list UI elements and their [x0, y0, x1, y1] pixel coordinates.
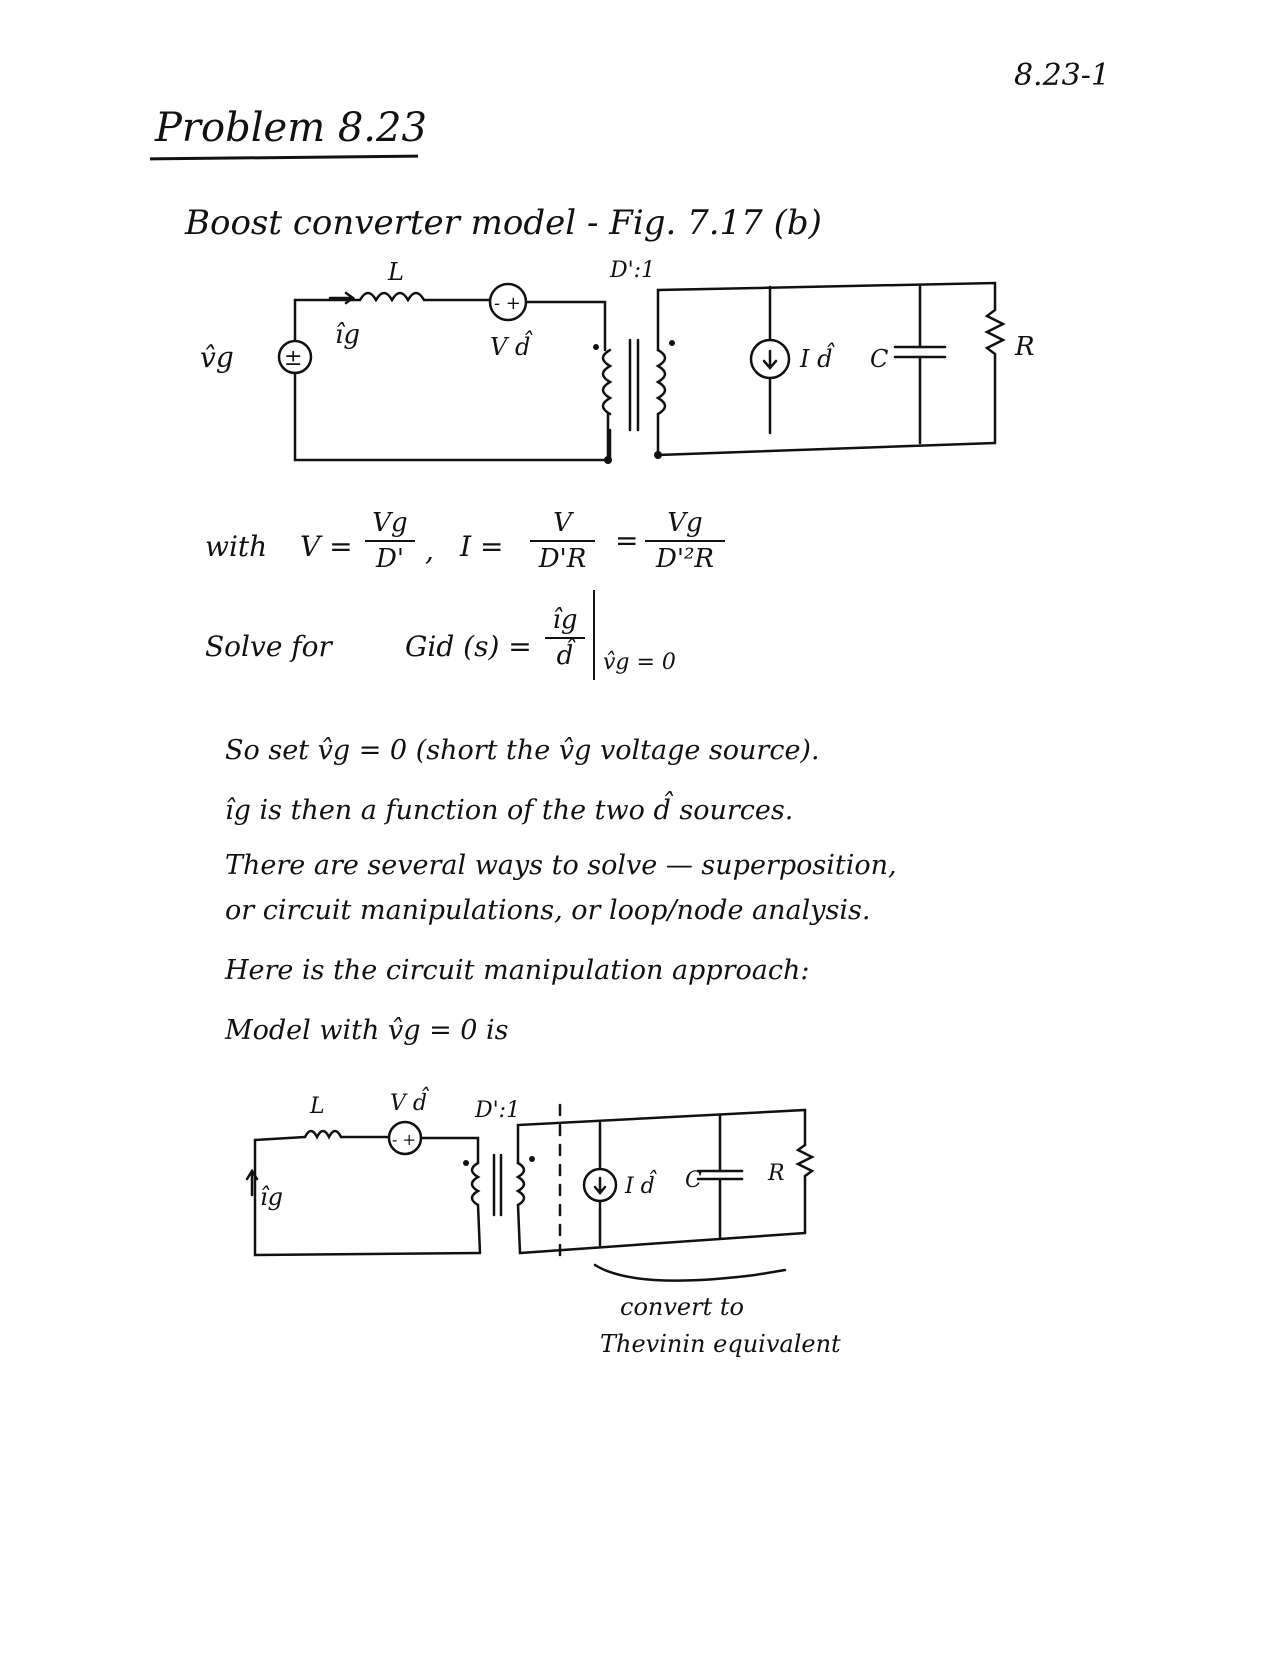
note-line-1: convert to [620, 1293, 744, 1321]
eq2-frac: îg d̂ [545, 605, 585, 671]
model-circuit-vg-zero: L V d̂ D':1 îg - + I d̂ C R [245, 1087, 815, 1282]
c1-vg-polarity: ± [284, 346, 302, 371]
eq2-eval-bar [593, 590, 595, 680]
text-line-5: Here is the circuit manipulation approac… [225, 955, 810, 986]
problem-title: Problem 8.23 [155, 105, 427, 151]
eq1-I2-den: D'²R [656, 544, 714, 574]
text-line-2: îg is then a function of the two d̂ sour… [225, 795, 794, 826]
eq1-V-num: Vg [372, 508, 408, 538]
c1-ratio-label: D':1 [609, 258, 655, 283]
c2-L-label: L [309, 1094, 325, 1119]
equation-1: with V = Vg D' , I = V D'R = Vg D'²R [205, 508, 765, 590]
c1-ig-label: îg [335, 320, 360, 350]
intro-line: Boost converter model - Fig. 7.17 (b) [185, 203, 822, 243]
c1-R-label: R [1014, 332, 1035, 362]
c1-vsrc-sign: - + [494, 293, 521, 314]
text-line-6: Model with v̂g = 0 is [225, 1015, 509, 1046]
boost-converter-circuit: L D':1 v̂g ± îg - + V d̂ I d̂ C R [200, 258, 1035, 464]
c1-L-label: L [387, 258, 404, 286]
eq1-I-bar [530, 540, 595, 542]
eq2-condition: v̂g = 0 [603, 650, 676, 675]
c1-vg-label: v̂g [200, 341, 234, 374]
equation-2: Solve for Gid (s) = îg d̂ v̂g = 0 [205, 590, 725, 700]
eq1-with: with [205, 530, 268, 563]
c2-C-label: C [685, 1168, 702, 1193]
eq1-frac-V: Vg D' [365, 508, 415, 574]
c1-id-label: I d̂ [799, 342, 835, 373]
eq1-V-bar [365, 540, 415, 542]
c1-C-label: C [870, 345, 888, 373]
eq1-I-den: D'R [538, 544, 587, 574]
eq2-num: îg [552, 605, 578, 635]
text-line-1: So set v̂g = 0 (short the v̂g voltage so… [225, 735, 820, 766]
eq1-I-num: V [553, 508, 572, 538]
title-underline [149, 154, 419, 161]
eq1-equals: = [615, 524, 639, 557]
c2-ratio-label: D':1 [474, 1098, 520, 1123]
eq1-V-den: D' [376, 544, 404, 574]
text-line-4: or circuit manipulations, or loop/node a… [225, 895, 871, 926]
c2-ig-label: îg [260, 1183, 283, 1211]
eq1-I2-bar [645, 540, 725, 542]
text-line-3: There are several ways to solve — superp… [225, 850, 897, 881]
c2-R-label: R [767, 1161, 785, 1186]
c2-id-label: I d̂ [624, 1170, 657, 1199]
eq1-I: I = [460, 530, 504, 563]
eq1-V: V = [300, 530, 353, 563]
eq1-I2-num: Vg [667, 508, 703, 538]
eq2-solve-for: Solve for [205, 630, 332, 663]
c2-vsrc-sign: - + [392, 1130, 416, 1149]
c2-vd-label: V d̂ [390, 1087, 430, 1116]
eq2-bar [545, 637, 585, 639]
eq2-G: Gid (s) = [405, 630, 532, 663]
c1-vd-label: V d̂ [490, 330, 533, 361]
eq1-frac-I: V D'R [530, 508, 595, 574]
eq2-den: d̂ [556, 641, 574, 671]
eq1-sep: , [425, 534, 434, 567]
eq1-frac-I2: Vg D'²R [645, 508, 725, 574]
note-line-2: Thevinin equivalent [600, 1330, 841, 1358]
page-number: 8.23-1 [1013, 58, 1110, 93]
